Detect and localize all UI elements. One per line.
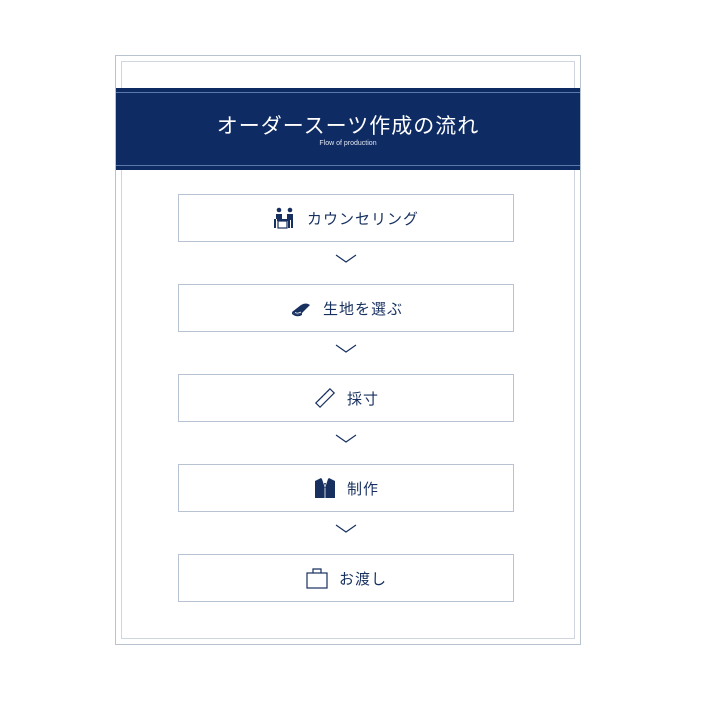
- step-label: 生地を選ぶ: [322, 299, 403, 318]
- flow-card-inner-border: [121, 61, 575, 639]
- banner-subtitle: Flow of production: [319, 140, 377, 147]
- step-measurement[interactable]: 採寸: [178, 374, 514, 422]
- ruler-icon: [313, 386, 337, 410]
- step-label: お渡し: [338, 569, 387, 588]
- fabric-icon: [289, 296, 313, 320]
- banner-rule-bottom: [116, 165, 580, 166]
- step-label: 制作: [346, 479, 379, 498]
- chevron-down-icon: [334, 253, 358, 265]
- bag-icon: [305, 566, 329, 590]
- banner-rule-top: [116, 92, 580, 93]
- chevron-down-icon: [334, 343, 358, 355]
- chevron-down-icon: [334, 523, 358, 535]
- suit-icon: [313, 476, 337, 500]
- banner-title: オーダースーツ作成の流れ: [216, 114, 480, 138]
- flow-card: オーダースーツ作成の流れ Flow of production カウンセリング: [115, 55, 581, 645]
- step-production[interactable]: 制作: [178, 464, 514, 512]
- step-delivery[interactable]: お渡し: [178, 554, 514, 602]
- title-banner: オーダースーツ作成の流れ Flow of production: [116, 88, 580, 170]
- counseling-icon: [273, 206, 297, 230]
- chevron-down-icon: [334, 433, 358, 445]
- step-counseling[interactable]: カウンセリング: [178, 194, 514, 242]
- step-fabric[interactable]: 生地を選ぶ: [178, 284, 514, 332]
- step-label: カウンセリング: [306, 209, 419, 228]
- step-label: 採寸: [346, 389, 379, 408]
